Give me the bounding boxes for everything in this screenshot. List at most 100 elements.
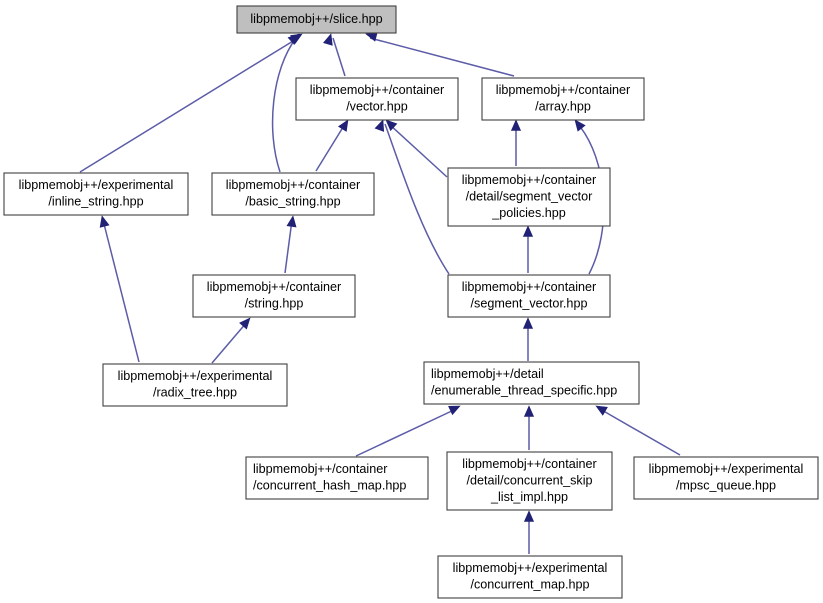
node-segment_policies[interactable]: libpmemobj++/container/detail/segment_ve… [447, 167, 611, 227]
edge-segment_policies-to-array [510, 119, 522, 166]
node-box[interactable] [437, 555, 623, 599]
node-slice[interactable]: libpmemobj++/slice.hpp [236, 5, 397, 34]
node-segment_vector[interactable]: libpmemobj++/container/segment_vector.hp… [447, 274, 611, 318]
edge-concurrent_map-to-skip_list_impl [523, 510, 535, 554]
node-label-line: libpmemobj++/container [253, 462, 387, 476]
node-label-line: libpmemobj++/container [462, 280, 596, 294]
arrow-head-icon [574, 119, 586, 132]
edge-line [79, 37, 299, 173]
node-label-line: /string.hpp [245, 297, 304, 311]
node-label-line: libpmemobj++/container [462, 173, 596, 187]
edge-skip_list_impl-to-ets [523, 405, 535, 450]
node-concurrent_hash_map[interactable]: libpmemobj++/container/concurrent_hash_m… [245, 456, 429, 500]
node-label-line: libpmemobj++/experimental [453, 561, 608, 575]
arrow-head-icon [523, 405, 535, 417]
node-box[interactable] [633, 456, 819, 500]
edge-vector-to-slice [323, 33, 346, 77]
node-label-line: libpmemobj++/experimental [649, 462, 804, 476]
node-label-line: /enumerable_thread_specific.hpp [431, 384, 617, 398]
edge-segment_vector-to-segment_policies [522, 225, 534, 273]
arrow-head-icon [374, 119, 385, 132]
node-label-line: /segment_vector.hpp [471, 297, 588, 311]
edge-array-to-slice [365, 31, 515, 77]
edge-segment_vector-to-vector [374, 119, 450, 275]
node-label-line: /vector.hpp [346, 100, 408, 114]
arrow-head-icon [323, 33, 333, 46]
node-label-line: /radix_tree.hpp [153, 386, 237, 400]
edge-basic_string-to-vector [315, 119, 349, 172]
edge-line [355, 408, 457, 457]
node-string[interactable]: libpmemobj++/container/string.hpp [192, 274, 356, 318]
edge-inline_string-to-slice [79, 33, 303, 173]
node-label-line: libpmemobj++/container [226, 178, 360, 192]
node-skip_list_impl[interactable]: libpmemobj++/container/detail/concurrent… [446, 451, 613, 511]
arrow-head-icon [287, 33, 300, 45]
edge-ets-to-segment_vector [522, 317, 534, 361]
edge-line [102, 219, 140, 363]
edge-line [332, 37, 346, 77]
arrow-head-icon [510, 119, 522, 131]
node-box[interactable] [295, 77, 459, 121]
node-concurrent_map[interactable]: libpmemobj++/experimental/concurrent_map… [437, 555, 623, 599]
edge-line [599, 408, 681, 456]
arrow-head-icon [99, 215, 110, 228]
node-label-line: /concurrent_hash_map.hpp [253, 479, 406, 493]
edge-line [284, 219, 293, 274]
node-label-line: libpmemobj++/container [207, 280, 341, 294]
arrow-head-icon [286, 215, 297, 228]
node-inline_string[interactable]: libpmemobj++/experimental/inline_string.… [3, 172, 189, 216]
node-vector[interactable]: libpmemobj++/container/vector.hpp [295, 77, 459, 121]
node-label-line: /concurrent_map.hpp [470, 578, 589, 592]
arrow-head-icon [448, 405, 461, 416]
node-label-line: libpmemobj++/experimental [19, 178, 174, 192]
nodes-layer: libpmemobj++/slice.hpp libpmemobj++/conta… [3, 5, 819, 599]
node-box[interactable] [423, 361, 640, 405]
node-box[interactable] [481, 77, 645, 121]
arrow-head-icon [337, 119, 349, 132]
node-box[interactable] [211, 172, 375, 216]
node-label-line: _list_impl.hpp [490, 490, 568, 504]
node-label-line: /detail/concurrent_skip [466, 473, 592, 487]
node-box[interactable] [102, 363, 288, 407]
edge-line [211, 321, 248, 364]
arrow-head-icon [522, 317, 534, 329]
node-label-line: libpmemobj++/container [310, 83, 444, 97]
edge-concurrent_hash_map-to-ets [355, 405, 461, 457]
edge-radix_tree-to-string [211, 317, 251, 364]
arrow-head-icon [385, 119, 398, 132]
node-label-line: /array.hpp [535, 100, 591, 114]
edge-line [369, 37, 515, 77]
node-label-line: /detail/segment_vector [466, 189, 593, 203]
arrow-head-icon [239, 317, 251, 330]
edge-line [384, 123, 450, 275]
node-box[interactable] [3, 172, 189, 216]
edge-line [271, 37, 297, 173]
arrow-head-icon [523, 510, 535, 522]
node-basic_string[interactable]: libpmemobj++/container/basic_string.hpp [211, 172, 375, 216]
edge-string-to-basic_string [284, 215, 297, 274]
edge-line [315, 123, 346, 172]
node-box[interactable] [446, 451, 613, 511]
edge-basic_string-to-slice [271, 33, 300, 173]
edge-mpsc_queue-to-ets [595, 405, 681, 456]
arrow-head-icon [522, 225, 534, 237]
node-label-line: libpmemobj++/experimental [118, 369, 273, 383]
edge-segment_policies-to-vector [385, 119, 448, 178]
node-box[interactable] [192, 274, 356, 318]
node-label-line: libpmemobj++/container [462, 457, 596, 471]
node-radix_tree[interactable]: libpmemobj++/experimental/radix_tree.hpp [102, 363, 288, 407]
node-box[interactable] [236, 5, 397, 34]
node-box[interactable] [245, 456, 429, 500]
node-label-line: libpmemobj++/container [496, 83, 630, 97]
node-box[interactable] [447, 167, 611, 227]
node-label-line: /mpsc_queue.hpp [676, 479, 776, 493]
edges-layer [79, 31, 681, 554]
node-box[interactable] [447, 274, 611, 318]
node-label-line: libpmemobj++/slice.hpp [250, 12, 382, 26]
node-label-line: _policies.hpp [491, 206, 566, 220]
node-ets[interactable]: libpmemobj++/detail/enumerable_thread_sp… [423, 361, 640, 405]
edge-radix_tree-to-inline_string [99, 215, 140, 363]
node-mpsc_queue[interactable]: libpmemobj++/experimental/mpsc_queue.hpp [633, 456, 819, 500]
node-array[interactable]: libpmemobj++/container/array.hpp [481, 77, 645, 121]
